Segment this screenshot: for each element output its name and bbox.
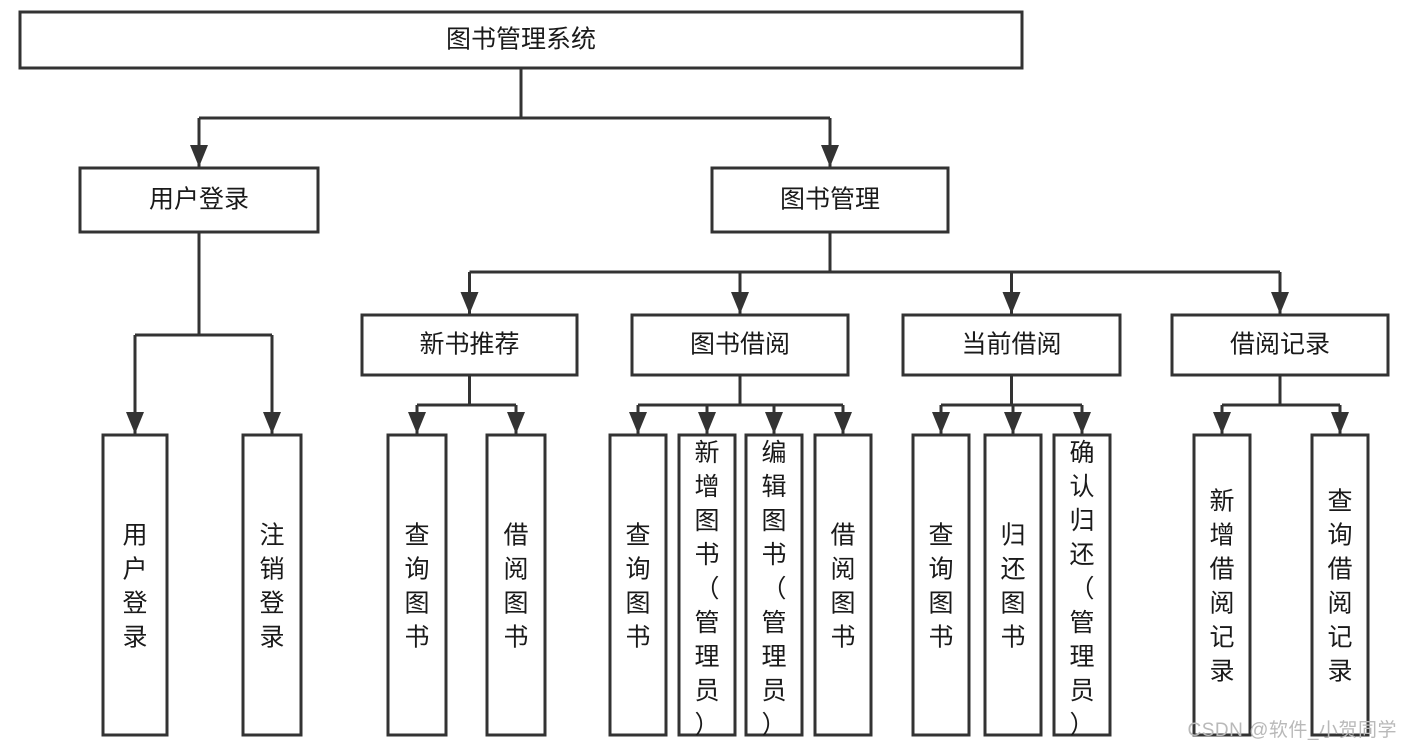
current-borrow-to-leaves-arrow-icon-0 [932, 412, 950, 434]
book-manage-to-level3-arrow-icon-0 [460, 292, 479, 314]
node-box-leaf-confirm-return-admin [1052, 433, 1112, 737]
node-label-leaf-query-book-cur: 查询图书 [928, 522, 953, 652]
node-box-leaf-return-book [983, 433, 1043, 737]
node-box-leaf-query-book-borrow [608, 433, 668, 737]
node-leaf-confirm-return-admin[interactable]: 确认归还（管理员） [1052, 433, 1112, 739]
node-leaf-query-borrow-record[interactable]: 查询借阅记录 [1310, 433, 1370, 737]
node-borrow-record[interactable]: 借阅记录 [1170, 313, 1390, 377]
book-borrow-to-leaves-arrow-icon-1 [698, 412, 716, 434]
node-box-leaf-query-book-rec [386, 433, 448, 737]
node-box-borrow-record [1170, 313, 1390, 377]
book-borrow-to-leaves-arrow-icon-0 [629, 412, 647, 434]
node-leaf-query-book-cur[interactable]: 查询图书 [911, 433, 971, 737]
watermark-text: CSDN @软件_小贺同学 [1187, 720, 1397, 741]
borrow-record-to-leaves-arrow-icon-0 [1213, 412, 1231, 434]
node-current-borrow[interactable]: 当前借阅 [901, 313, 1122, 377]
node-label-leaf-query-book-borrow: 查询图书 [625, 522, 650, 652]
node-box-leaf-borrow-book [813, 433, 873, 737]
new-book-recommend-to-leaves-arrow-icon-0 [408, 412, 426, 434]
node-label-leaf-borrow-book-rec: 借阅图书 [503, 522, 528, 652]
node-leaf-query-book-borrow[interactable]: 查询图书 [608, 433, 668, 737]
node-leaf-borrow-book-rec[interactable]: 借阅图书 [485, 433, 547, 737]
node-box-leaf-borrow-book-rec [485, 433, 547, 737]
node-label-leaf-user-login: 用户登录 [122, 522, 147, 652]
user-login-to-leaves-arrow-icon-0 [126, 412, 144, 434]
book-manage-to-level3-arrow-icon-1 [731, 292, 749, 314]
node-label-leaf-query-book-rec: 查询图书 [404, 522, 429, 652]
node-label-leaf-borrow-book: 借阅图书 [830, 522, 855, 652]
node-box-leaf-query-book-cur [911, 433, 971, 737]
node-leaf-user-login[interactable]: 用户登录 [101, 433, 169, 737]
node-leaf-query-book-rec[interactable]: 查询图书 [386, 433, 448, 737]
node-leaf-add-borrow-record[interactable]: 新增借阅记录 [1192, 433, 1252, 737]
node-box-book-borrow [630, 313, 850, 377]
new-book-recommend-to-leaves-arrow-icon-1 [507, 412, 525, 434]
node-label-new-book-recommend: 新书推荐 [419, 331, 519, 359]
node-label-leaf-logout-login: 注销登录 [259, 522, 284, 652]
node-box-book-manage [710, 166, 950, 234]
nodes-layer: 用户登录图书管理新书推荐图书借阅当前借阅借阅记录用户登录注销登录查询图书借阅图书… [18, 10, 1390, 739]
node-box-current-borrow [901, 313, 1122, 377]
node-root[interactable]: 图书管理系统 [18, 10, 1024, 70]
root-to-level2-arrow-icon-0 [190, 145, 208, 167]
node-label-book-borrow: 图书借阅 [690, 331, 790, 359]
node-label-borrow-record: 借阅记录 [1230, 331, 1330, 359]
book-manage-to-level3-arrow-icon-3 [1271, 292, 1289, 314]
node-leaf-return-book[interactable]: 归还图书 [983, 433, 1043, 737]
node-label-book-manage: 图书管理 [780, 186, 880, 214]
edges-layer [126, 68, 1349, 434]
book-manage-to-level3-arrow-icon-2 [1002, 292, 1021, 314]
node-user-login[interactable]: 用户登录 [78, 166, 320, 234]
node-book-manage[interactable]: 图书管理 [710, 166, 950, 234]
node-leaf-edit-book-admin[interactable]: 编辑图书（管理员） [744, 433, 804, 739]
node-label-leaf-query-borrow-record: 查询借阅记录 [1327, 488, 1352, 686]
node-box-leaf-query-borrow-record [1310, 433, 1370, 737]
node-box-user-login [78, 166, 320, 234]
node-label-root: 图书管理系统 [446, 26, 596, 54]
node-leaf-borrow-book[interactable]: 借阅图书 [813, 433, 873, 737]
root-to-level2-arrow-icon-1 [821, 145, 839, 167]
node-label-user-login: 用户登录 [149, 186, 249, 214]
node-label-leaf-add-borrow-record: 新增借阅记录 [1209, 488, 1234, 686]
book-borrow-to-leaves-arrow-icon-3 [834, 412, 852, 434]
node-label-current-borrow: 当前借阅 [961, 331, 1061, 359]
node-label-leaf-add-book-admin: 新增图书（管理员） [694, 439, 719, 739]
node-label-leaf-return-book: 归还图书 [1000, 522, 1025, 652]
node-box-new-book-recommend [360, 313, 579, 377]
current-borrow-to-leaves-arrow-icon-1 [1004, 412, 1022, 434]
current-borrow-to-leaves-arrow-icon-2 [1073, 412, 1091, 434]
node-box-leaf-add-book-admin [677, 433, 737, 737]
node-leaf-add-book-admin[interactable]: 新增图书（管理员） [677, 433, 737, 739]
node-book-borrow[interactable]: 图书借阅 [630, 313, 850, 377]
borrow-record-to-leaves-arrow-icon-1 [1331, 412, 1349, 434]
book-borrow-to-leaves-arrow-icon-2 [765, 412, 783, 434]
node-new-book-recommend[interactable]: 新书推荐 [360, 313, 579, 377]
node-box-leaf-edit-book-admin [744, 433, 804, 737]
node-box-leaf-user-login [101, 433, 169, 737]
node-label-leaf-confirm-return-admin: 确认归还（管理员） [1069, 439, 1094, 739]
node-box-leaf-logout-login [241, 433, 303, 737]
node-leaf-logout-login[interactable]: 注销登录 [241, 433, 303, 737]
user-login-to-leaves-arrow-icon-1 [263, 412, 281, 434]
node-box-root [18, 10, 1024, 70]
node-label-leaf-edit-book-admin: 编辑图书（管理员） [761, 439, 786, 739]
node-box-leaf-add-borrow-record [1192, 433, 1252, 737]
